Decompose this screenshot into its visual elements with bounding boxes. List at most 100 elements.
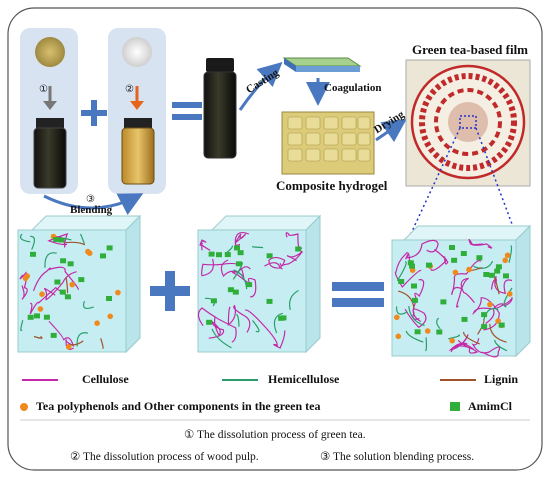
amimcl-square <box>237 250 244 256</box>
polyphenol-dot <box>94 320 100 327</box>
molecule-chain <box>227 304 251 333</box>
tea-down-arrow-head <box>43 101 57 110</box>
molecule-chain <box>468 238 493 249</box>
blend-jar <box>203 71 237 159</box>
molecule-chain <box>490 276 513 295</box>
molecule-chain <box>65 276 69 294</box>
amimcl-square <box>295 246 302 252</box>
amimcl-square <box>53 237 60 242</box>
amimcl-square <box>67 261 74 267</box>
amimcl-square <box>407 260 414 266</box>
blending-arrow <box>43 193 144 215</box>
amimcl-square <box>106 296 112 301</box>
marker-pulp: ② <box>125 84 134 95</box>
molecule-chain <box>280 251 303 270</box>
amimcl-square <box>235 261 242 267</box>
amimcl-square <box>266 253 273 259</box>
amimcl-square <box>426 262 432 268</box>
amimcl-square <box>461 316 468 322</box>
molecule-chain <box>448 334 461 340</box>
molecule-chain <box>483 307 499 320</box>
molecule-chain <box>264 256 286 269</box>
amimcl-square <box>60 258 67 264</box>
polyphenol-dot <box>409 267 416 274</box>
amimcl-square <box>440 299 447 305</box>
molecule-chain <box>234 231 250 246</box>
molecule-chain <box>395 306 408 315</box>
molecule-chain <box>471 338 501 358</box>
caption-1: ① The dissolution process of green tea. <box>184 429 366 441</box>
polyphenol-dot <box>507 291 513 297</box>
molecule-chain <box>448 334 469 353</box>
blend-jar-cap <box>206 58 234 72</box>
film-paper-cut-inner <box>434 88 502 156</box>
plus-v-2 <box>165 271 175 311</box>
tea-jar-cap <box>36 118 64 128</box>
polyphenol-dot <box>424 328 431 334</box>
drying-arrow <box>375 118 407 143</box>
amimcl-square <box>206 319 213 325</box>
plus-v-1 <box>91 100 97 126</box>
molecule-chain <box>436 317 441 330</box>
molecule-chain <box>79 233 85 245</box>
molecule-chain <box>197 307 237 343</box>
polyphenol-dot <box>37 306 44 312</box>
molecule-chain <box>252 320 260 333</box>
molecule-chain <box>236 313 240 327</box>
molecule-chain <box>412 279 425 323</box>
amimcl-square <box>498 322 505 328</box>
molecule-chain <box>451 260 482 295</box>
caption-3: ③ The solution blending process. <box>320 451 475 463</box>
amimcl-square <box>43 314 50 320</box>
casting-plate-front <box>296 66 360 72</box>
molecule-chain <box>456 277 475 308</box>
legend-cellulose-label: Cellulose <box>82 372 129 386</box>
polyphenol-dot <box>449 337 456 344</box>
legend-amimcl-label: AmimCl <box>468 399 512 413</box>
molecule-chain <box>489 323 507 343</box>
molecule-chain <box>424 337 428 352</box>
polyphenol-dot <box>69 281 75 288</box>
molecule-chain <box>398 290 415 309</box>
amimcl-square <box>216 252 222 258</box>
blending-marker: ③ <box>86 194 95 205</box>
tea-jar <box>33 127 67 189</box>
molecule-chain <box>396 261 407 282</box>
polyphenol-dot <box>395 333 402 340</box>
amimcl-square <box>34 313 40 319</box>
molecule-chain <box>405 239 439 260</box>
molecule-chain <box>404 308 427 329</box>
equals-bottom-1 <box>172 114 202 120</box>
hydrogel-label: Composite hydrogel <box>276 178 388 193</box>
wood-pulp-sample <box>122 37 152 67</box>
molecule-chain <box>82 300 94 309</box>
legend-polyphenols-swatch <box>20 403 28 411</box>
pulp-jar-cap <box>124 118 152 128</box>
amimcl-square <box>409 263 415 269</box>
amimcl-square <box>232 289 239 295</box>
molecule-chain <box>508 245 513 263</box>
molecule-chain <box>20 320 24 332</box>
amimcl-square <box>411 283 417 289</box>
molecule-chain <box>494 339 508 352</box>
molecule-chain <box>430 249 449 271</box>
polyphenol-dot <box>107 313 113 320</box>
polyphenol-dot <box>65 344 72 350</box>
amimcl-square <box>398 279 405 284</box>
amimcl-square <box>436 329 443 335</box>
polyphenol-dot <box>502 257 509 264</box>
molecule-chain <box>33 335 43 339</box>
polyphenol-dot <box>86 250 93 256</box>
coagulation-label: Coagulation <box>324 82 382 94</box>
amimcl-square <box>495 264 502 270</box>
polyphenol-dot <box>495 318 501 324</box>
molecule-chain <box>220 259 251 279</box>
cube-wood-pulp-solution <box>197 214 322 354</box>
amimcl-square <box>488 272 495 278</box>
green-tea-powder <box>35 37 65 67</box>
amimcl-square <box>266 298 273 304</box>
polyphenol-dot <box>22 275 29 282</box>
molecule-chain <box>211 328 232 349</box>
film-center <box>448 102 488 142</box>
